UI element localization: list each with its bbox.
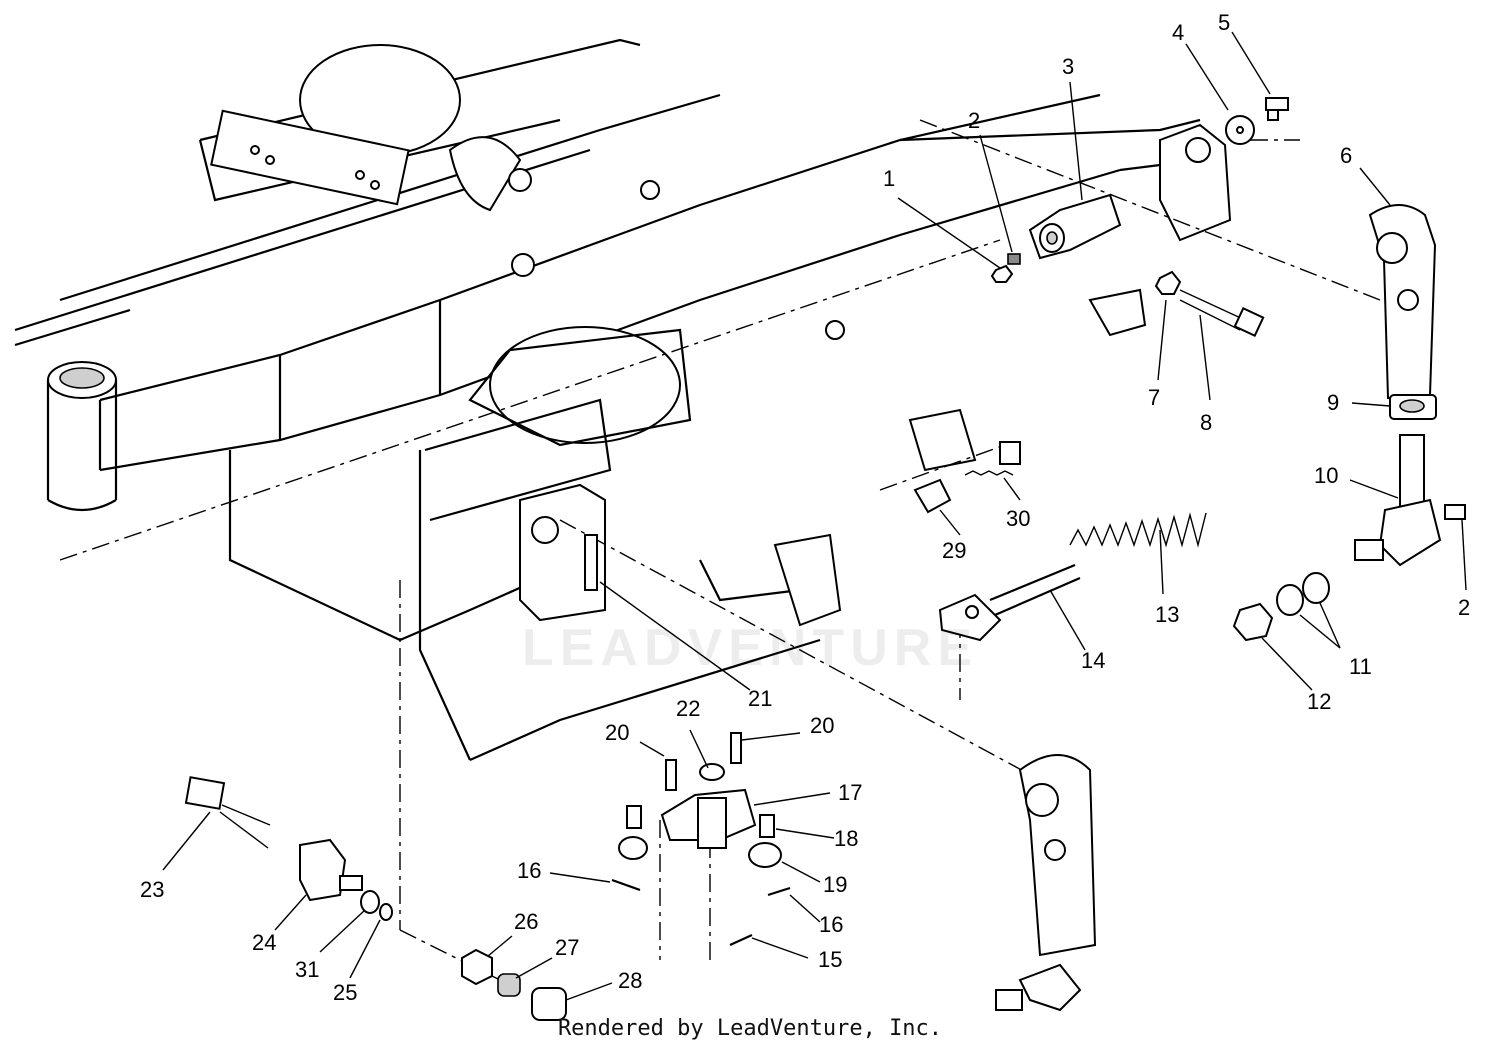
callout-15: 15 [818,947,842,972]
callout-4: 4 [1172,20,1184,45]
part-pin-21 [584,534,598,591]
chassis-frame [14,38,1232,762]
callout-6: 6 [1340,143,1352,168]
part-washers-11 [1276,572,1330,616]
callout-30: 30 [1006,506,1030,531]
part-plate-17 [660,788,757,849]
callout-27: 27 [555,935,579,960]
callout-1: 1 [883,166,895,191]
part-cap-28 [531,987,567,1021]
part-spring-27 [497,973,521,997]
callout-11: 11 [1349,654,1372,679]
callout-16a: 16 [517,858,541,883]
part-connector-23 [184,776,271,849]
callout-2b: 2 [1458,595,1470,620]
callout-8: 8 [1200,410,1212,435]
part-spring-13 [1069,512,1207,548]
callout-10: 10 [1314,463,1338,488]
leader-lines [162,31,1467,1001]
part-spacer-18 [626,805,775,838]
callout-13: 13 [1155,602,1179,627]
assembly-lines [59,119,1381,991]
watermark-text: LEADVENTURE [521,619,979,677]
part-screw-5 [1265,97,1289,121]
callout-20a: 20 [605,720,629,745]
part-bolt-8 [1179,289,1265,338]
callout-12: 12 [1307,689,1331,714]
part-washer-31 [360,890,380,914]
part-cotter-pins [611,878,791,947]
callout-2: 2 [968,108,980,133]
callout-25: 25 [333,980,357,1005]
callout-24: 24 [252,930,276,955]
part-rod-end-10 [1354,434,1466,567]
callout-9: 9 [1327,390,1339,415]
part-nut-1 [990,264,1014,283]
part-washer-4 [1225,115,1255,145]
part-bolt-30 [964,441,1021,476]
part-nut-26 [461,948,493,986]
part-bushing-3 [1028,193,1122,260]
callout-29: 29 [942,538,966,563]
part-pins-20 [665,732,742,791]
callout-17: 17 [838,780,862,805]
callout-18: 18 [834,826,858,851]
part-ring-25 [379,903,393,921]
part-spacer-29 [913,478,952,514]
callout-20b: 20 [810,713,834,738]
callout-3: 3 [1062,54,1074,79]
callout-16b: 16 [819,912,843,937]
callout-26: 26 [514,909,538,934]
callout-labels: 1 2 3 4 5 6 7 8 9 10 2 11 12 13 14 29 30… [140,10,1470,1005]
callout-14: 14 [1081,648,1105,673]
part-bushing-22 [699,763,725,781]
callout-5: 5 [1218,10,1230,35]
callout-21: 21 [748,686,772,711]
part-bushing-19 [618,836,782,868]
footer-credit: Rendered by LeadVenture, Inc. [557,1016,943,1041]
callout-19: 19 [823,872,847,897]
callout-22: 22 [676,696,700,721]
callout-23: 23 [140,877,164,902]
part-switch-24 [299,838,363,902]
callout-28: 28 [618,968,642,993]
callout-31: 31 [295,957,319,982]
callout-7: 7 [1148,385,1160,410]
part-rod-14 [938,563,1081,642]
part-nut-12 [1232,602,1274,642]
part-arm-6 [1368,204,1437,400]
part-lower-arm [995,754,1097,1012]
part-nut-9 [1389,394,1437,420]
part-fitting-2 [1007,253,1021,265]
part-nut-7 [1154,270,1182,295]
